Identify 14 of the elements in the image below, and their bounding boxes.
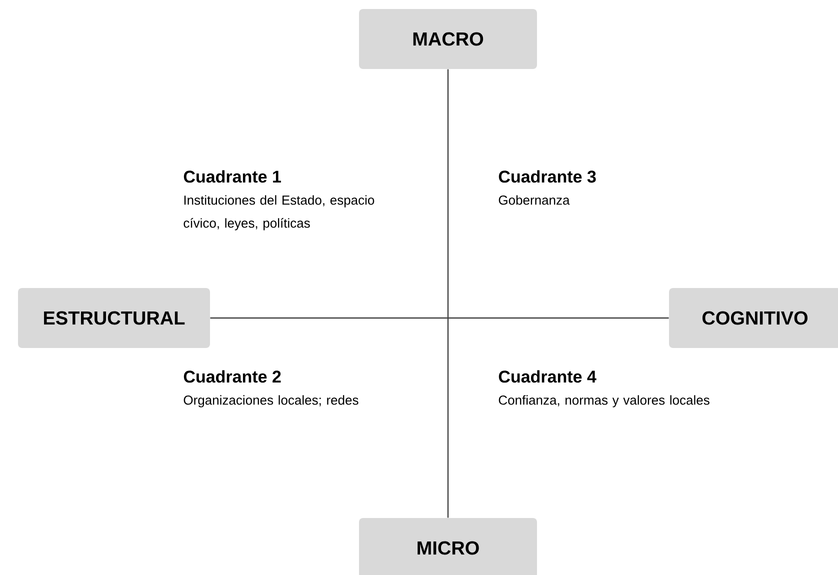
quadrant-heading: Cuadrante 3 (498, 170, 596, 183)
axis-line (447, 69, 449, 518)
quadrant-description: Organizaciones locales; redes (184, 395, 358, 408)
quadrant-heading: Cuadrante 1 (184, 170, 281, 183)
quadrant-description: Gobernanza (498, 195, 570, 205)
axis-line (210, 317, 669, 319)
quadrant-description: Instituciones del Estado, espacio cívico, leyes, políticas (184, 195, 374, 230)
quadrant-description: Confianza, normas y valores locales (498, 395, 710, 408)
axis-box: MACRO (359, 9, 537, 69)
quadrant-heading: Cuadrante 2 (184, 370, 281, 383)
quadrant-heading: Cuadrante 4 (498, 370, 596, 383)
axis-box: COGNITIVO (669, 288, 838, 348)
axis-box: ESTRUCTURAL (18, 288, 210, 348)
axis-box: MICRO (359, 518, 537, 575)
